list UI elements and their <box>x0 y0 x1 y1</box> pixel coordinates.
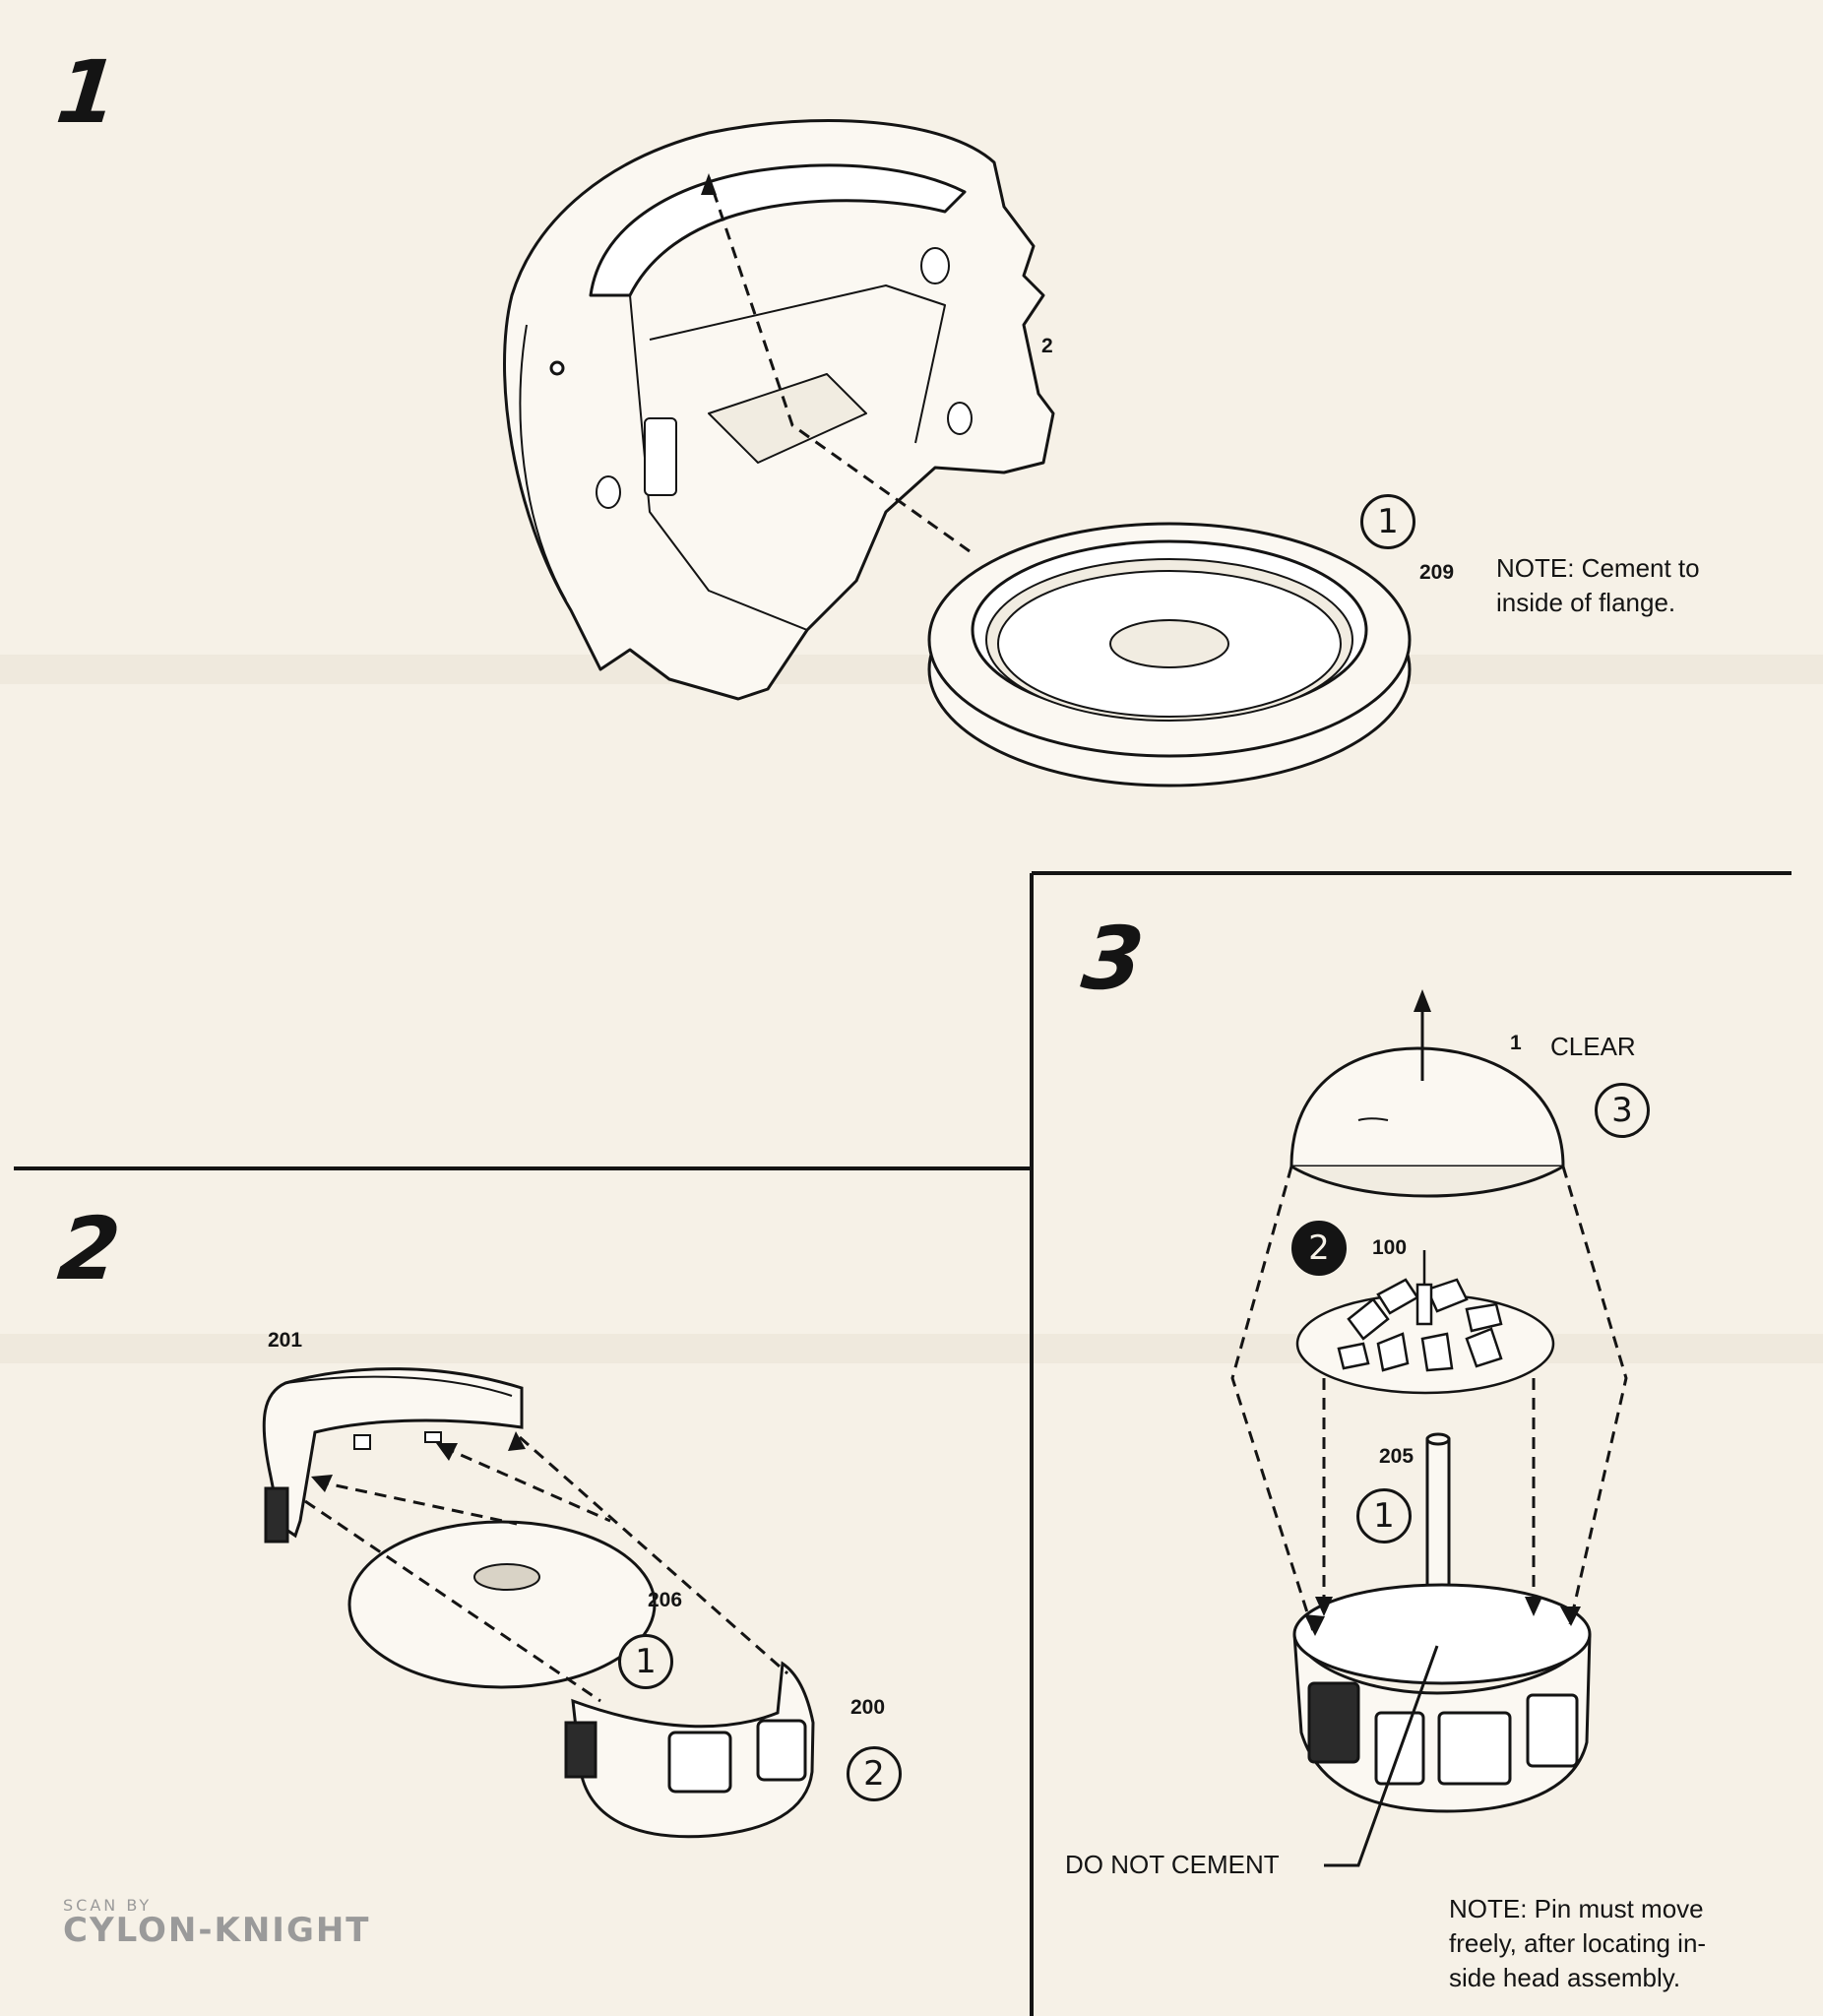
part-number-205: 205 <box>1379 1445 1414 1468</box>
step1-helmet-shell <box>503 119 1055 701</box>
part-number-209: 209 <box>1419 561 1455 584</box>
step3-guide-lines <box>1230 1166 1628 1635</box>
do-not-cement-leader <box>1324 1645 1439 1867</box>
step2-guide-lines <box>304 1435 788 1703</box>
watermark-line: CYLON-KNIGHT <box>63 1911 371 1950</box>
step1-note-line: inside of flange. <box>1496 588 1676 618</box>
order-marker-1: 1 <box>1356 1488 1412 1544</box>
do-not-cement-label: DO NOT CEMENT <box>1065 1850 1280 1879</box>
step3-note: NOTE: Pin must move freely, after locati… <box>1449 1892 1706 1995</box>
step-number-1: 1 <box>51 41 123 143</box>
part-number-201: 201 <box>268 1329 303 1352</box>
step3-arrowheads <box>1304 1597 1581 1636</box>
step1-guide-line <box>707 176 971 553</box>
part-number-206: 206 <box>648 1589 683 1611</box>
step-number-3: 3 <box>1077 908 1149 1009</box>
step2-upper-half <box>262 1367 524 1544</box>
part-number-200: 200 <box>850 1696 886 1719</box>
order-marker-1: 1 <box>618 1634 673 1689</box>
step3-lamp-assembly <box>1295 1250 1555 1395</box>
step2-lower-half <box>564 1661 815 1839</box>
step3-note-line: freely, after locating in- <box>1449 1928 1707 1959</box>
part-number-2: 2 <box>1041 335 1053 357</box>
step3-up-arrowhead <box>1414 989 1431 1012</box>
step-number-2: 2 <box>53 1198 125 1299</box>
fold-band <box>0 655 1823 684</box>
order-marker-2: 2 <box>847 1746 902 1801</box>
order-marker-3: 3 <box>1595 1083 1650 1138</box>
step1-note-line: NOTE: Cement to <box>1496 553 1700 583</box>
part-number-1: 1 <box>1510 1032 1522 1054</box>
step2-disc <box>347 1520 657 1689</box>
order-marker-1: 1 <box>1360 494 1415 549</box>
panel-borders <box>14 871 1792 2016</box>
step1-guide-arrowhead <box>701 173 717 195</box>
order-marker-2-filled: 2 <box>1291 1221 1347 1276</box>
clear-label: CLEAR <box>1550 1032 1636 1061</box>
scan-watermark: SCAN BY CYLON-KNIGHT <box>63 1896 371 1950</box>
step2-arrowheads <box>311 1431 526 1492</box>
step3-note-line: side head assembly. <box>1449 1963 1681 1993</box>
step3-base <box>1292 1583 1592 1813</box>
part-number-100: 100 <box>1372 1236 1408 1259</box>
step1-note: NOTE: Cement to inside of flange. <box>1496 551 1700 620</box>
step3-note-line: NOTE: Pin must move <box>1449 1894 1704 1923</box>
step3-dome <box>1289 1004 1565 1198</box>
step1-base-ring <box>927 522 1412 788</box>
watermark-line: SCAN BY <box>63 1896 153 1915</box>
